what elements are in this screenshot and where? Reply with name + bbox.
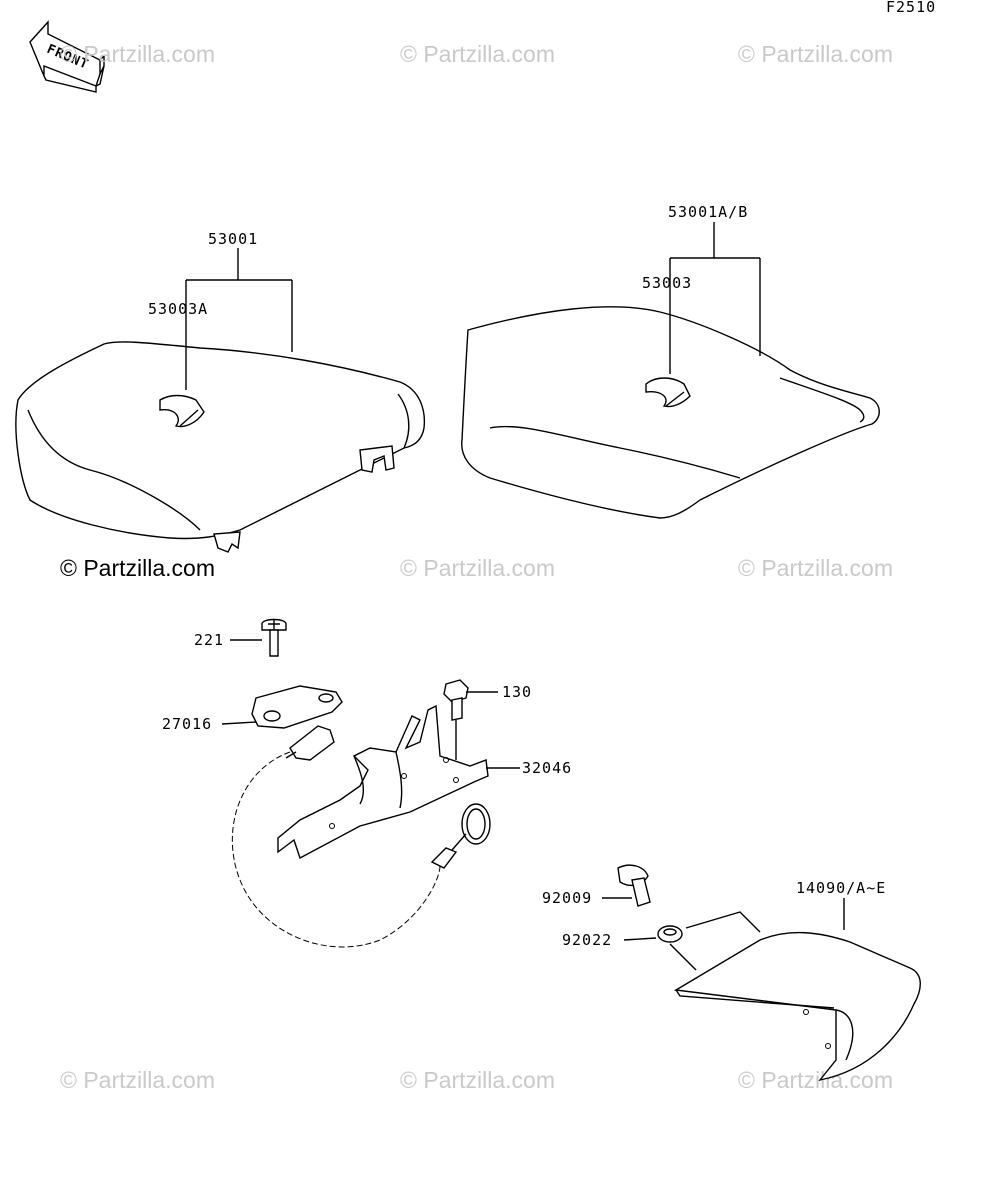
seat-rear [461,306,880,519]
seat-cowl [617,864,921,1082]
seat-lock-assembly [231,618,491,948]
part-label-130: 130 [502,683,532,701]
part-label-53003: 53003 [642,274,692,292]
front-arrow-icon: FRONT [29,20,105,93]
part-labels: 53001 53003A 53001A/B 53003 221 27016 13… [148,203,886,949]
part-label-27016: 27016 [162,715,212,733]
watermark: © Partzilla.com [400,555,555,581]
part-label-53001: 53001 [208,230,258,248]
watermark: © Partzilla.com [60,555,215,581]
figure-code: F2510 [886,0,936,16]
seat-front [15,341,426,553]
watermark: © Partzilla.com [738,555,893,581]
leader-lines [185,222,845,971]
watermark: © Partzilla.com [738,41,893,67]
part-label-221: 221 [194,631,224,649]
part-label-53001AB: 53001A/B [668,203,748,221]
watermark: © Partzilla.com [400,1067,555,1093]
watermark: © Partzilla.com [60,41,215,67]
part-label-92022: 92022 [562,931,612,949]
part-label-32046: 32046 [522,759,572,777]
watermark: © Partzilla.com [60,1067,215,1093]
part-label-92009: 92009 [542,889,592,907]
watermarks: © Partzilla.com © Partzilla.com © Partzi… [60,41,893,1093]
part-label-53003A: 53003A [148,300,208,318]
watermark: © Partzilla.com [738,1067,893,1093]
watermark: © Partzilla.com [400,41,555,67]
part-label-14090: 14090/A~E [796,879,886,897]
